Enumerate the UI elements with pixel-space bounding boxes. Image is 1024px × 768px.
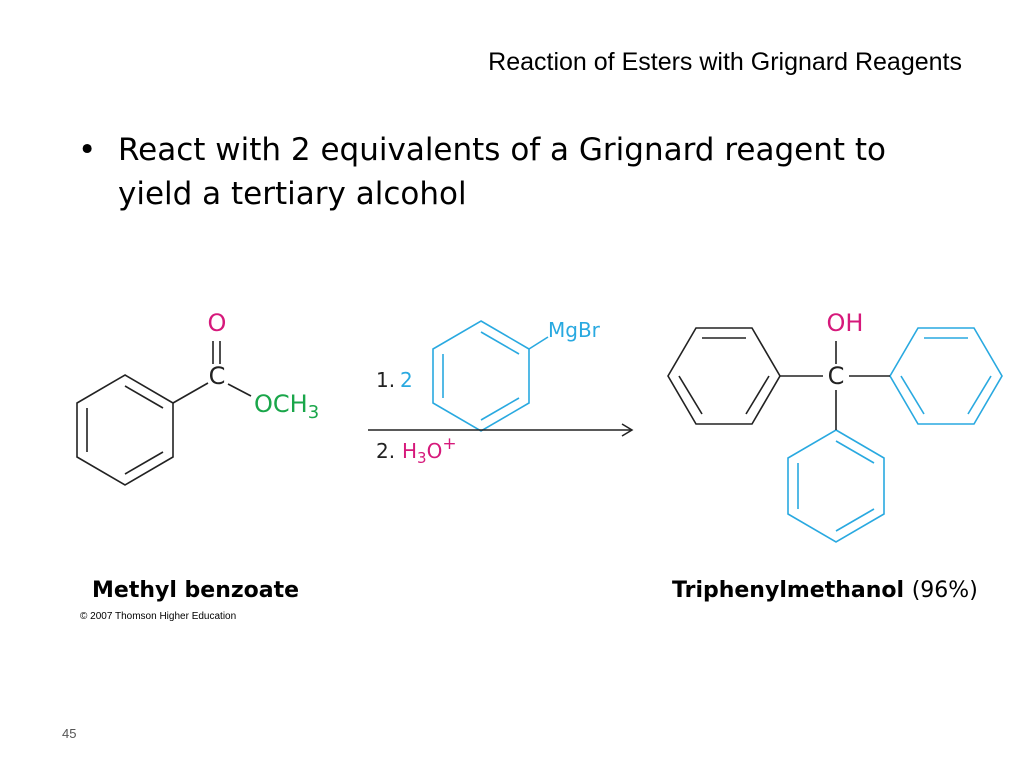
grignard-mgbr: MgBr [548, 318, 601, 342]
hydronium-ion: H3O+ [402, 434, 457, 467]
product-hydroxyl: OH [827, 309, 864, 337]
grignard-phenyl-ring [432, 320, 549, 432]
bullet-dot: • [78, 132, 97, 168]
bullet-text: React with 2 equivalents of a Grignard r… [118, 132, 886, 212]
reaction-arrow [368, 423, 634, 437]
product-left-phenyl [667, 327, 823, 425]
slide-title: Reaction of Esters with Grignard Reagent… [488, 48, 962, 76]
copyright-notice: © 2007 Thomson Higher Education [80, 611, 237, 622]
bullet-point: • React with 2 equivalents of a Grignard… [78, 128, 938, 216]
product-yield: (96%) [911, 578, 978, 603]
reactant-benzene-ring [76, 374, 174, 486]
step1-prefix: 1. [376, 368, 395, 392]
reactant-name: Methyl benzoate [92, 578, 300, 603]
product-name: Triphenylmethanol [672, 578, 905, 603]
product-right-phenyl [889, 327, 1003, 425]
product-name-line: Triphenylmethanol (96%) [672, 578, 978, 603]
product-central-carbon: C [828, 362, 845, 390]
product-bottom-phenyl [787, 429, 885, 543]
reactant-methoxy-group: OCH3 [254, 390, 319, 423]
reactant-bonds [172, 341, 252, 404]
reactant-carbonyl-oxygen: O [208, 309, 227, 337]
step1-count: 2 [400, 368, 413, 392]
reactant-carbon: C [209, 362, 226, 390]
step2-prefix: 2. [376, 439, 395, 463]
slide-number: 45 [62, 726, 77, 741]
